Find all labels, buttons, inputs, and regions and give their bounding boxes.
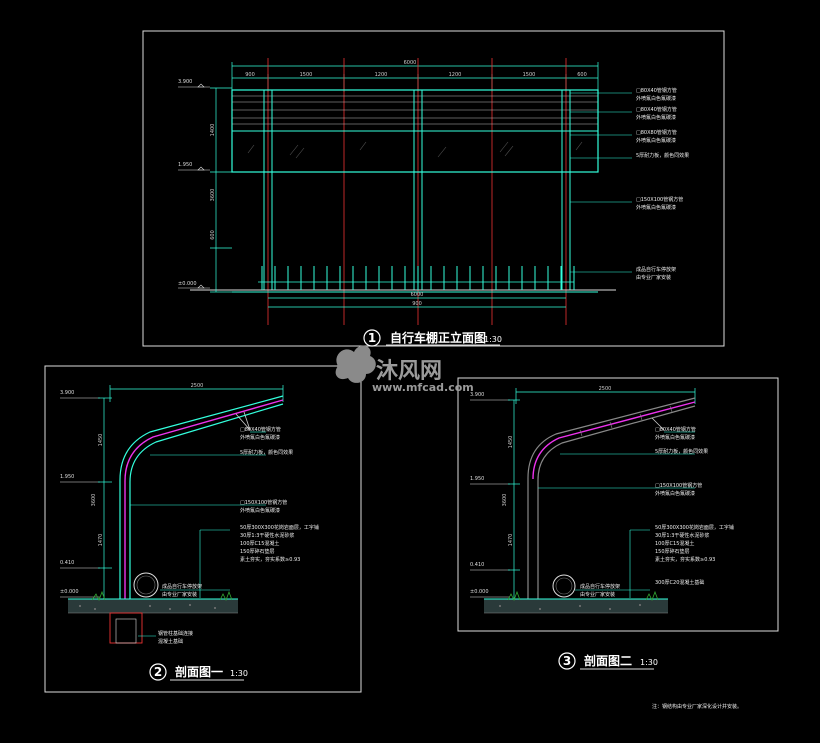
s2-dim-top: 2500 [599, 386, 612, 392]
section2-note: 100厚C15混凝土 [655, 540, 694, 547]
dim-seg-1: 900 [245, 72, 255, 78]
section2-frame [457, 377, 779, 632]
s2-number-circle [558, 652, 576, 670]
section2-note: 300厚C20混凝土基础 [655, 579, 704, 586]
s1-scale: 1:30 [230, 669, 248, 678]
s2-level-ground: ±0.000 [470, 589, 489, 595]
s1-dim-left-1: 1450 [98, 434, 104, 447]
s2-title: 剖面图二 [584, 653, 632, 668]
dim-left-3: 600 [210, 230, 216, 240]
view-scale: 1:30 [484, 335, 502, 344]
view-number-circle [363, 329, 381, 347]
dim-total-width: 6000 [404, 60, 417, 66]
s1-number-circle [149, 663, 167, 681]
section1-note: 素土夯实，夯实系数≥0.93 [240, 556, 300, 563]
section2-note: 外喷氟白色氟碳漆 [655, 434, 695, 441]
s1-level-low: 0.410 [60, 560, 74, 566]
section1-note: 150厚碎石垫层 [240, 548, 275, 555]
front-elevation-note: 由专业厂家安装 [636, 274, 671, 281]
dim-seg-2: 1500 [300, 72, 313, 78]
s1-dim-left-2: 3600 [91, 494, 97, 507]
s1-title: 剖面图一 [175, 664, 223, 679]
section2-note: 由专业厂家安装 [580, 591, 615, 598]
section2-note: 30厚1:3干硬性水泥砂浆 [655, 532, 709, 539]
section1-note: 混凝土基础 [158, 638, 183, 645]
view-title: 自行车棚正立面图 [390, 330, 486, 345]
s1-dim-left-3: 1470 [98, 534, 104, 547]
s1-dim-top: 2500 [191, 383, 204, 389]
footnote: 注：钢结构由专业厂家深化设计并安装。 [652, 703, 742, 710]
front-elevation-note: □80X80管钢方管 [636, 129, 677, 136]
front-elevation-note: □80X40管钢方管 [636, 87, 677, 94]
front-elevation-note: 成品自行车停放架 [636, 266, 676, 273]
s2-level-mid: 1.950 [470, 476, 484, 482]
section1-note: 50厚300X300花岗岩面层，工字铺 [240, 524, 319, 531]
section1-note: 30厚1:3干硬性水泥砂浆 [240, 532, 294, 539]
s2-scale: 1:30 [640, 658, 658, 667]
view-number: 1 [368, 331, 376, 345]
s1-number: 2 [154, 665, 162, 679]
front-elevation-frame [142, 30, 725, 347]
section2: 2500 3.900 1.950 0.410 ±0.000 1450 3600 … [470, 386, 734, 670]
front-elevation-note: 外喷氟白色氟碳漆 [636, 137, 676, 144]
dim-bottom-1: 6000 [411, 292, 424, 298]
section1-note: 钢管柱基础连接 [158, 630, 193, 637]
dim-left-1: 1400 [210, 124, 216, 137]
front-elevation-note: □150X100管钢方管 [636, 196, 683, 203]
level-ground: ±0.000 [178, 281, 197, 287]
s1-level-top: 3.900 [60, 390, 74, 396]
level-mid: 1.950 [178, 162, 192, 168]
s1-level-ground: ±0.000 [60, 589, 79, 595]
level-top: 3.900 [178, 79, 192, 85]
section1-note: 100厚C15混凝土 [240, 540, 279, 547]
dim-seg-4: 1200 [449, 72, 462, 78]
section1-frame [44, 365, 362, 693]
section1-note: 由专业厂家安装 [162, 591, 197, 598]
section2-note: 成品自行车停放架 [580, 583, 620, 590]
front-elevation-note: □80X40管钢方管 [636, 106, 677, 113]
section1: 2500 3.900 1.950 0.410 ±0.000 1450 3600 … [60, 383, 319, 681]
section2-note: □150X100管钢方管 [655, 482, 702, 489]
s1-level-mid: 1.950 [60, 474, 74, 480]
dim-seg-6: 600 [577, 72, 587, 78]
s2-dim-left-3: 1470 [508, 534, 514, 547]
front-elevation-note: 外喷氟白色氟碳漆 [636, 204, 676, 211]
section1-note: 外喷氟白色氟碳漆 [240, 507, 280, 514]
dim-seg-5: 1500 [523, 72, 536, 78]
section2-note: 素土夯实，夯实系数≥0.93 [655, 556, 715, 563]
watermark: 沐风网 www.mfcad.com [335, 345, 474, 394]
front-elevation-note: 外喷氟白色氟碳漆 [636, 114, 676, 121]
front-elevation-note: 5厚耐力板，颜色同效果 [636, 152, 689, 159]
section1-note: 外喷氟白色氟碳漆 [240, 434, 280, 441]
watermark-name: 沐风网 [376, 359, 442, 384]
section2-note: 外喷氟白色氟碳漆 [655, 490, 695, 497]
section2-note: □80X40管钢方管 [655, 426, 696, 433]
dim-bottom-2: 900 [412, 301, 422, 307]
front-elevation: 6000 900 1500 1200 1200 1500 600 [178, 58, 689, 347]
section2-note: 150厚碎石垫层 [655, 548, 690, 555]
front-elevation-note: 外喷氟白色氟碳漆 [636, 95, 676, 102]
s2-level-low: 0.410 [470, 562, 484, 568]
dim-left-2: 3600 [210, 189, 216, 202]
section1-note: 5厚耐力板，颜色同效果 [240, 449, 293, 456]
section1-note: 成品自行车停放架 [162, 583, 202, 590]
s2-dim-left-1: 1450 [508, 436, 514, 449]
s2-dim-left-2: 3600 [502, 494, 508, 507]
section1-note: □150X100管钢方管 [240, 499, 287, 506]
section2-note: 5厚耐力板，颜色同效果 [655, 448, 708, 455]
section1-note: □80X40管钢方管 [240, 426, 281, 433]
watermark-url: www.mfcad.com [372, 381, 474, 394]
section2-note: 50厚300X300花岗岩面层，工字铺 [655, 524, 734, 531]
dim-seg-3: 1200 [375, 72, 388, 78]
watermark-logo-icon [335, 345, 376, 383]
s2-level-top: 3.900 [470, 392, 484, 398]
s2-number: 3 [563, 654, 571, 668]
